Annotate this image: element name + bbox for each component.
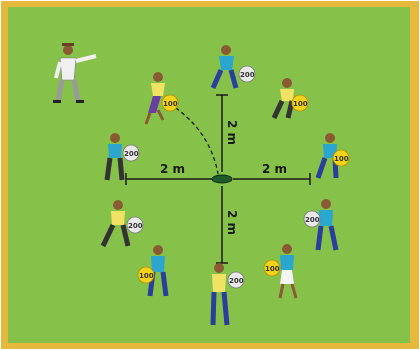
svg-text:200: 200 [240,71,255,79]
svg-text:100: 100 [139,272,154,280]
measure-down-label: 2 m [225,210,239,235]
svg-text:100: 100 [293,100,308,108]
plate-200 [238,65,256,83]
referee-icon [53,43,97,103]
player-bottom-left: 100 [137,245,169,297]
svg-text:200: 200 [229,277,244,285]
measure-right-label: 2 m [262,162,287,176]
measure-left-label: 2 m [160,162,185,176]
player-upper-left: 100 [144,72,179,125]
player-upper-right: 100 [271,78,309,120]
player-bottom: 200 [210,263,245,326]
player-lower-left: 200 [100,200,144,248]
svg-text:100: 100 [163,100,178,108]
player-bottom-right: 100 [263,244,298,299]
grass-field [8,7,410,343]
svg-text:200: 200 [305,216,320,224]
svg-text:100: 100 [334,155,349,163]
svg-text:200: 200 [128,222,143,230]
svg-text:100: 100 [265,265,280,273]
center-target-disc-icon [211,174,233,184]
measurement-lines [125,94,311,264]
svg-text:200: 200 [124,150,139,158]
measure-up-label: 2 m [225,120,239,145]
player-left: 200 [104,133,140,181]
player-lower-right: 200 [303,199,339,251]
player-top: 200 [210,45,256,90]
player-right: 100 [315,133,350,179]
throw-path [169,103,219,175]
